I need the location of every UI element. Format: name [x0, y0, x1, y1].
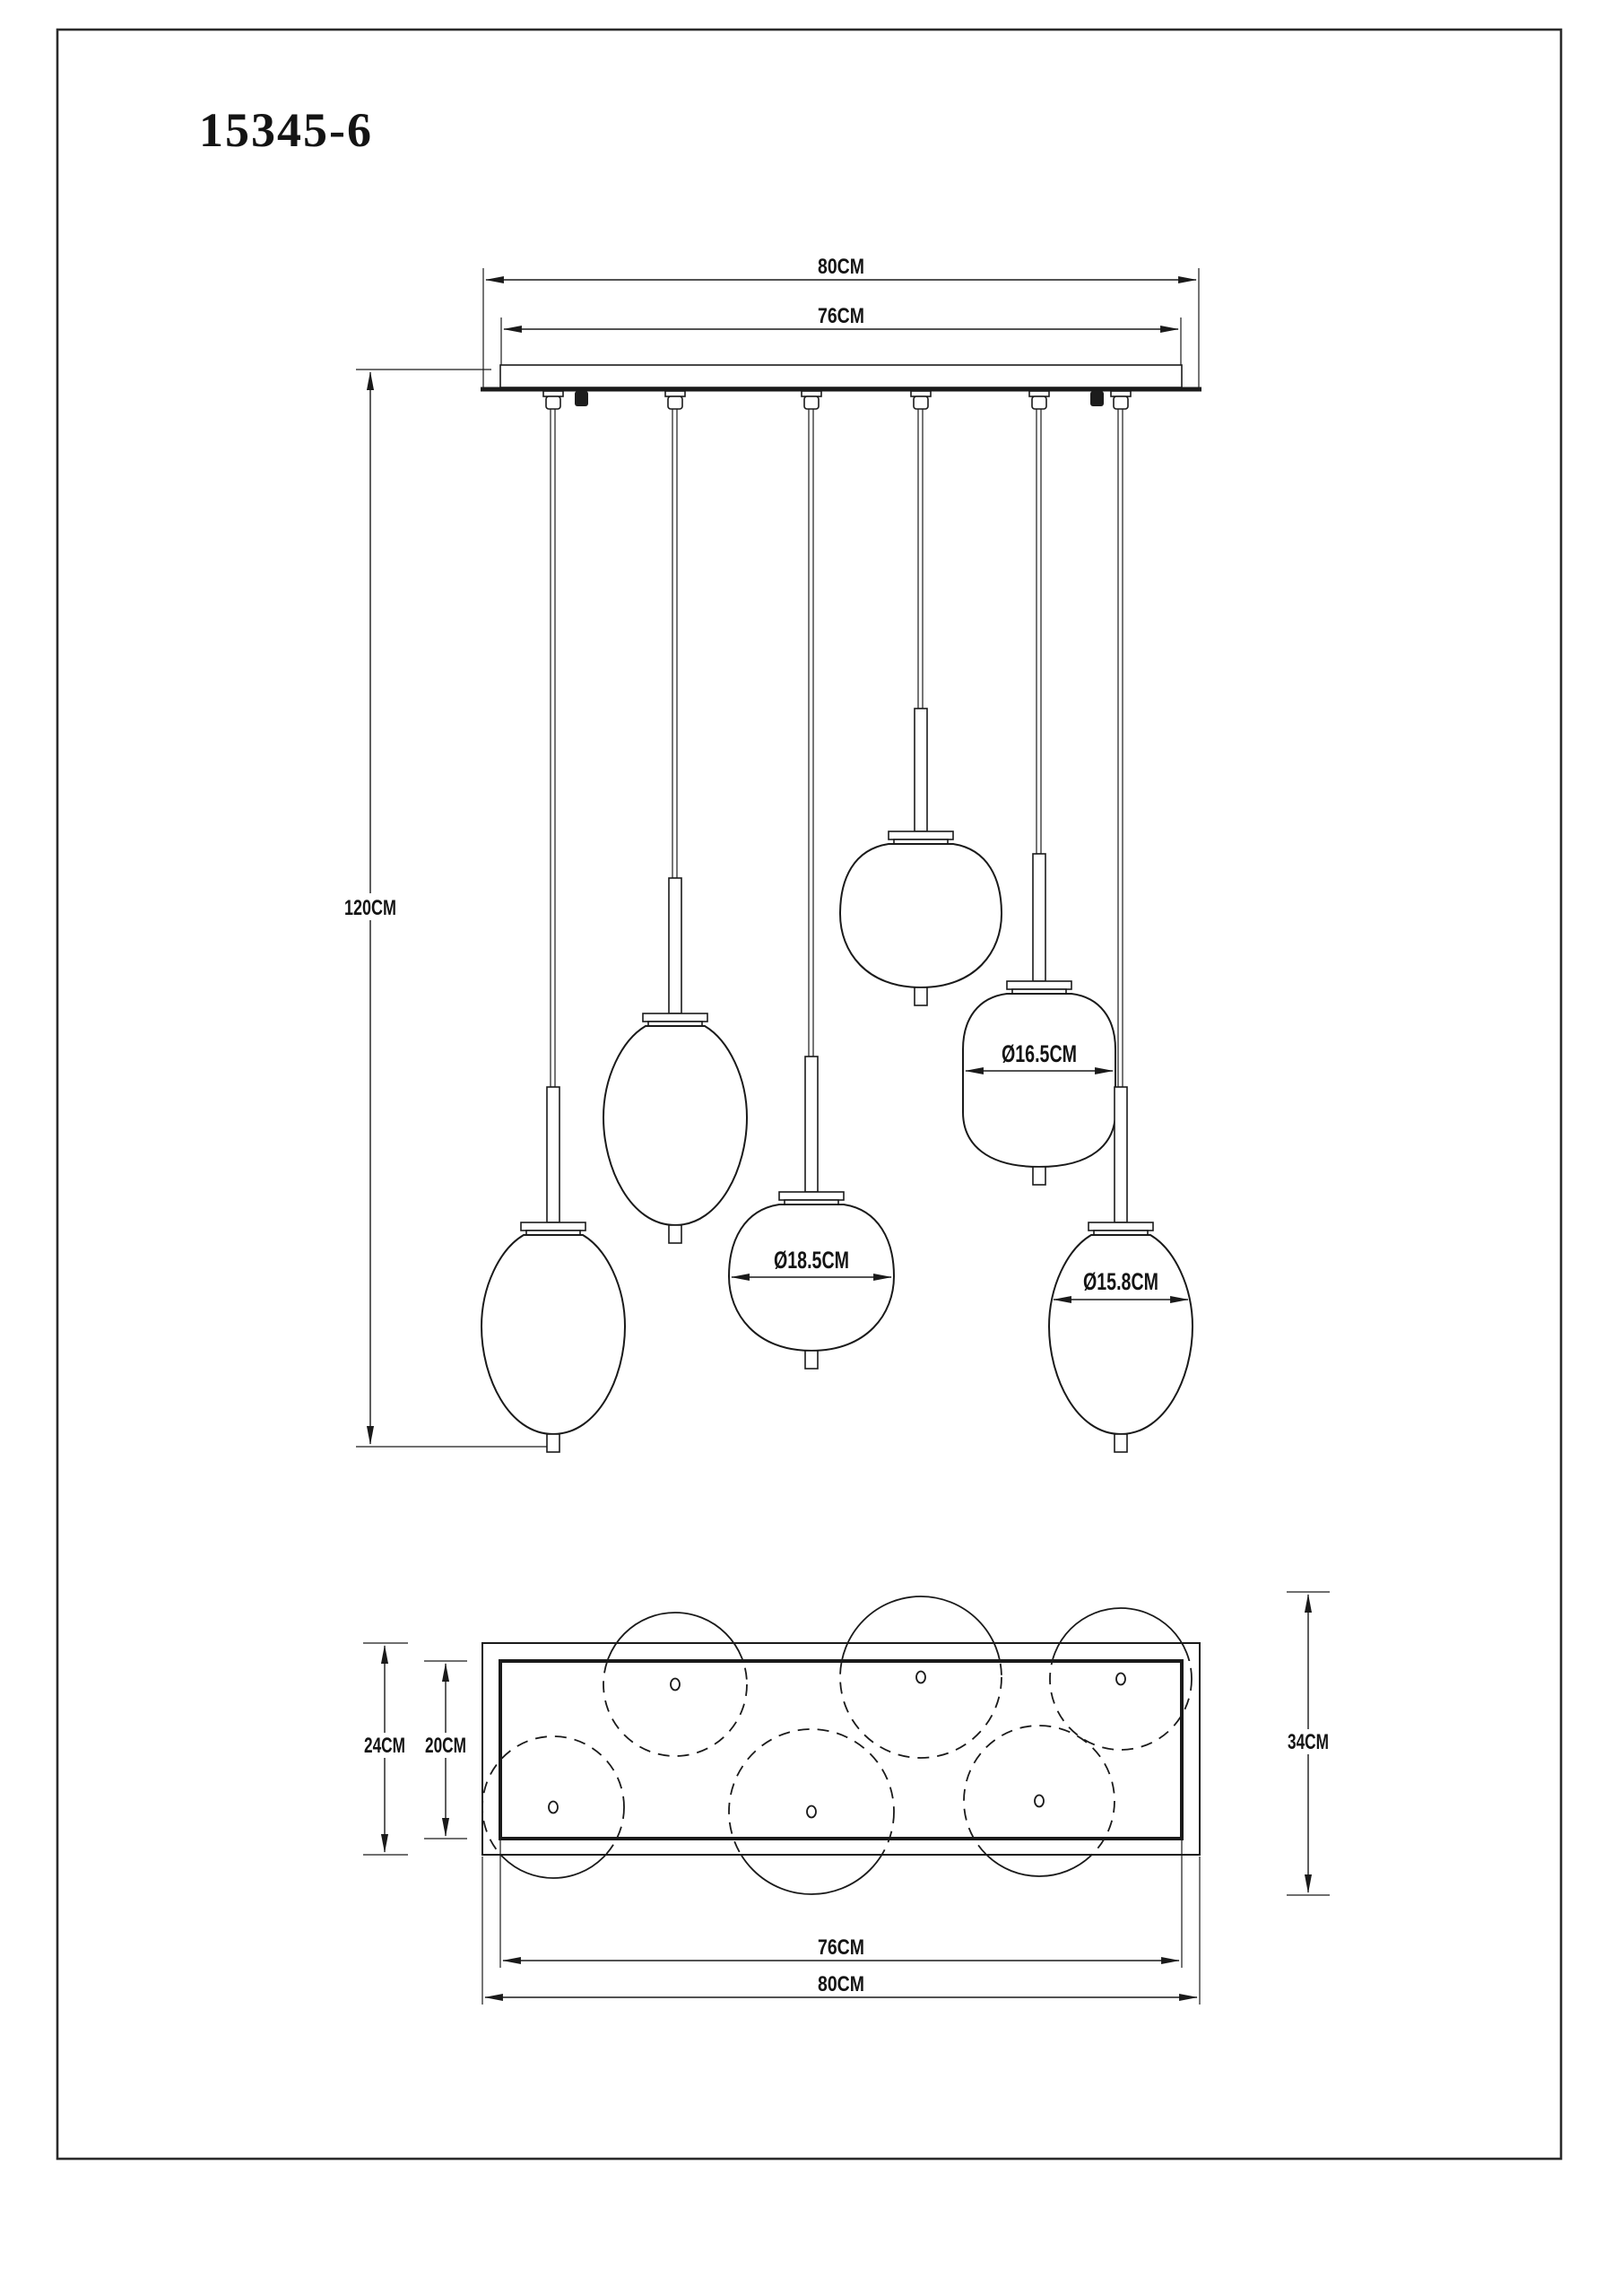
- lamp-flange: [1006, 980, 1072, 990]
- front-view: 80CM 76CM 120CM: [342, 255, 1201, 1453]
- dim-canopy-width-80: 80CM: [482, 255, 1200, 387]
- dim-label-80cm-top: 80CM: [818, 255, 864, 279]
- lamp-shade-pear: [602, 1025, 749, 1227]
- lamp-flange: [778, 1191, 845, 1201]
- lamp-1-pendant: [480, 1086, 627, 1453]
- topview-circle-lamp-6: [1049, 1661, 1193, 1751]
- dim-label-24cm: 24CM: [364, 1734, 405, 1758]
- lamp-4-pendant: [838, 708, 1003, 1006]
- dim-label-76cm-bottom: 76CM: [818, 1935, 864, 1960]
- lamp-bottom-nipple: [914, 987, 928, 1006]
- cord-socket: [1110, 390, 1132, 410]
- cord-socket: [542, 390, 564, 410]
- dim-plate-depth-24: 24CM: [358, 1642, 412, 1856]
- dim-label-76cm-top: 76CM: [818, 304, 864, 328]
- model-number-title: 15345-6: [199, 103, 373, 157]
- lamp-rod: [804, 1056, 819, 1193]
- lamp-bottom-nipple: [668, 1224, 682, 1244]
- topview-shade-circles-top-row: [603, 1596, 1193, 1759]
- topview-circle-lamp-4: [839, 1661, 1002, 1759]
- dim-label-d15-8cm: Ø15.8CM: [1083, 1268, 1158, 1295]
- lamp-flange: [888, 831, 954, 840]
- lamp-bottom-nipple: [1114, 1433, 1128, 1453]
- lamp-rod: [1032, 853, 1046, 982]
- mounting-screw-knob: [1090, 391, 1104, 406]
- dim-canopy-width-76: 76CM: [500, 304, 1182, 365]
- lamp-flange: [1088, 1222, 1154, 1231]
- dim-label-34cm: 34CM: [1288, 1730, 1329, 1754]
- lamp-rod: [668, 877, 682, 1014]
- topview-circle-lamp-5: [963, 1725, 1115, 1855]
- cord-socket: [664, 390, 686, 410]
- dim-label-80cm-bottom: 80CM: [818, 1972, 864, 1996]
- topview-circle-lamp-2: [603, 1661, 748, 1757]
- lamp-2-pendant: [602, 877, 749, 1244]
- dim-shade-diameter-18-5: Ø18.5CM: [730, 1247, 893, 1282]
- lamp-shade-pear: [1047, 1234, 1194, 1436]
- mounting-screw-knob: [575, 391, 588, 406]
- lamp-shade-pear: [480, 1234, 627, 1436]
- dim-label-120cm: 120CM: [344, 896, 396, 920]
- lamp-bottom-nipple: [804, 1350, 819, 1370]
- lamp-6-pendant: Ø15.8CM: [1047, 1086, 1194, 1453]
- dim-label-d18-5cm: Ø18.5CM: [774, 1247, 849, 1274]
- dim-label-backing: [342, 893, 399, 920]
- lamp-rod: [914, 708, 928, 832]
- lamp-flange: [520, 1222, 586, 1231]
- dim-plate-depth-20: 20CM: [419, 1660, 473, 1839]
- top-view: 24CM 20CM 34CM 76CM: [358, 1591, 1335, 2005]
- lamp-flange: [642, 1013, 708, 1022]
- dim-shade-diameter-16-5: Ø16.5CM: [964, 1040, 1115, 1075]
- cord-socket: [910, 390, 932, 410]
- lamp-shade-melon: [838, 843, 1003, 989]
- lamp-3-pendant: Ø18.5CM: [727, 1056, 896, 1370]
- cord-sockets: [542, 390, 1132, 410]
- topview-shade-circles-bottom-row: [481, 1725, 1115, 1895]
- dim-overall-depth-34: 34CM: [1281, 1591, 1335, 1896]
- dim-plate-width-76: 76CM: [499, 1840, 1183, 1968]
- topview-circle-lamp-3: [728, 1728, 895, 1855]
- dim-label-20cm: 20CM: [425, 1734, 466, 1758]
- dim-drop-height-120: 120CM: [342, 369, 552, 1448]
- cord-socket: [801, 390, 822, 410]
- topview-cord-center-marks: [548, 1670, 1126, 1819]
- lamp-rod: [1114, 1086, 1128, 1223]
- lamp-rod: [546, 1086, 560, 1223]
- cord-socket: [1028, 390, 1050, 410]
- lamp-5-pendant: Ø16.5CM: [962, 853, 1116, 1186]
- lamp-bottom-nipple: [546, 1433, 560, 1453]
- topview-circle-lamp-1: [481, 1735, 625, 1855]
- dim-shade-diameter-15-8: Ø15.8CM: [1052, 1268, 1190, 1304]
- ceiling-canopy: [481, 364, 1201, 392]
- dim-plate-width-80: 80CM: [481, 1857, 1201, 2005]
- lamp-shade-capsule: [962, 993, 1116, 1169]
- dim-label-d16-5cm: Ø16.5CM: [1002, 1040, 1077, 1067]
- lamp-bottom-nipple: [1032, 1166, 1046, 1186]
